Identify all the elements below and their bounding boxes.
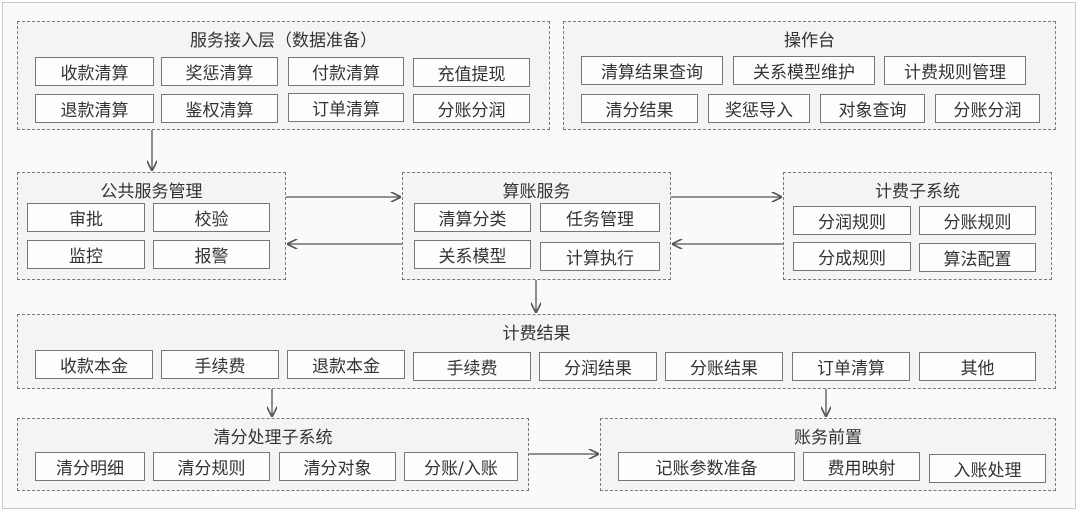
node-order-clearing: 订单清算	[288, 93, 404, 122]
group-accounting-service-title: 算账服务	[502, 182, 571, 202]
node-split-rule: 分账规则	[919, 206, 1036, 235]
group-console-title: 操作台	[784, 31, 835, 51]
node-payment-clearing: 收款清算	[35, 57, 154, 86]
node-reward-penalty-clearing: 奖惩清算	[161, 57, 278, 86]
node-fee-mapping: 费用映射	[803, 452, 920, 481]
node-clearing-detail: 清分明细	[35, 452, 145, 481]
node-split-account-result: 分账结果	[665, 352, 783, 381]
node-calculation-execution: 计算执行	[540, 242, 660, 271]
node-posting-processing: 入账处理	[929, 454, 1046, 483]
node-refund-clearing: 退款清算	[35, 94, 154, 123]
group-accounting-front-title: 账务前置	[794, 428, 862, 448]
node-approval: 审批	[27, 203, 145, 232]
node-other: 其他	[919, 352, 1036, 381]
node-profit-sharing-result: 分润结果	[539, 352, 657, 381]
node-task-management: 任务管理	[540, 203, 660, 232]
group-clearing-subsystem-title: 清分处理子系统	[213, 428, 333, 448]
node-recharge-withdraw: 充值提现	[413, 58, 530, 87]
node-clearing-rule: 清分规则	[153, 452, 270, 481]
node-monitoring: 监控	[27, 240, 145, 269]
group-public-service-title: 公共服务管理	[100, 182, 203, 202]
node-posting-param-prep: 记账参数准备	[618, 452, 795, 481]
node-profit-sharing-rule: 分润规则	[793, 206, 911, 235]
node-split-profit: 分账分润	[413, 94, 530, 123]
node-receipt-principal: 收款本金	[35, 350, 153, 379]
group-access-layer-title: 服务接入层（数据准备）	[190, 31, 377, 51]
node-clearing-classification: 清算分类	[414, 203, 531, 232]
node-alarm: 报警	[153, 240, 270, 269]
node-algorithm-config: 算法配置	[919, 243, 1036, 272]
node-console-split-profit: 分账分润	[935, 94, 1040, 123]
node-clearing-result-query: 清算结果查询	[581, 56, 723, 85]
node-refund-principal: 退款本金	[287, 350, 405, 379]
node-split-result: 清分结果	[581, 94, 698, 123]
node-verification: 校验	[153, 203, 270, 232]
node-fee-1: 手续费	[161, 350, 279, 379]
node-fee-2: 手续费	[413, 352, 531, 381]
node-relation-model-maintenance: 关系模型维护	[733, 56, 875, 85]
node-object-query: 对象查询	[820, 94, 925, 123]
node-pay-out-clearing: 付款清算	[288, 57, 404, 86]
node-reward-penalty-import: 奖惩导入	[708, 94, 810, 123]
node-clearing-object: 清分对象	[279, 452, 396, 481]
node-commission-rule: 分成规则	[793, 242, 911, 271]
node-order-clearing-result: 订单清算	[792, 352, 910, 381]
node-split-posting: 分账/入账	[404, 452, 518, 481]
node-auth-clearing: 鉴权清算	[161, 94, 278, 123]
group-billing-result-title: 计费结果	[502, 324, 571, 344]
group-billing-subsystem-title: 计费子系统	[875, 182, 960, 202]
node-billing-rule-management: 计费规则管理	[884, 56, 1026, 85]
node-relation-model: 关系模型	[414, 240, 531, 269]
